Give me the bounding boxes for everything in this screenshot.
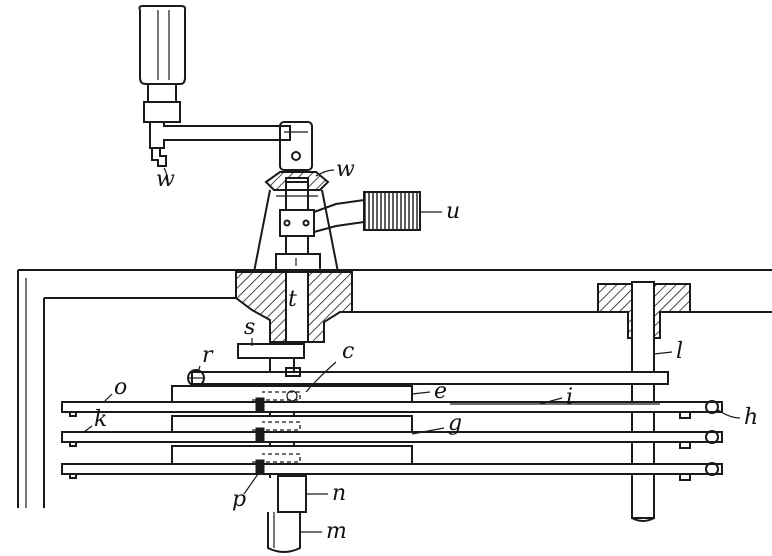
label-i: i [566,385,573,410]
label-u: u [446,199,460,224]
plate-stack [61,367,723,481]
label-w-collar: w [336,157,355,182]
label-s: s [244,315,255,340]
label-g: g [448,411,462,436]
crank-handle [138,5,313,171]
label-l: l [676,339,683,364]
label-k: k [94,407,107,432]
label-t: t [288,287,297,312]
label-p: p [232,487,246,512]
label-m: m [326,519,347,544]
label-o: o [114,375,127,400]
spindle-housing [252,171,421,343]
label-h: h [744,405,758,430]
label-w-handle: w [156,167,175,192]
label-c: c [342,339,354,364]
label-r: r [202,343,214,368]
vertical-rod-l [631,281,655,522]
reference-letters: w w u t s r c e i o h k g p n m l [83,157,758,544]
label-e: e [434,379,447,404]
label-n: n [332,481,346,506]
